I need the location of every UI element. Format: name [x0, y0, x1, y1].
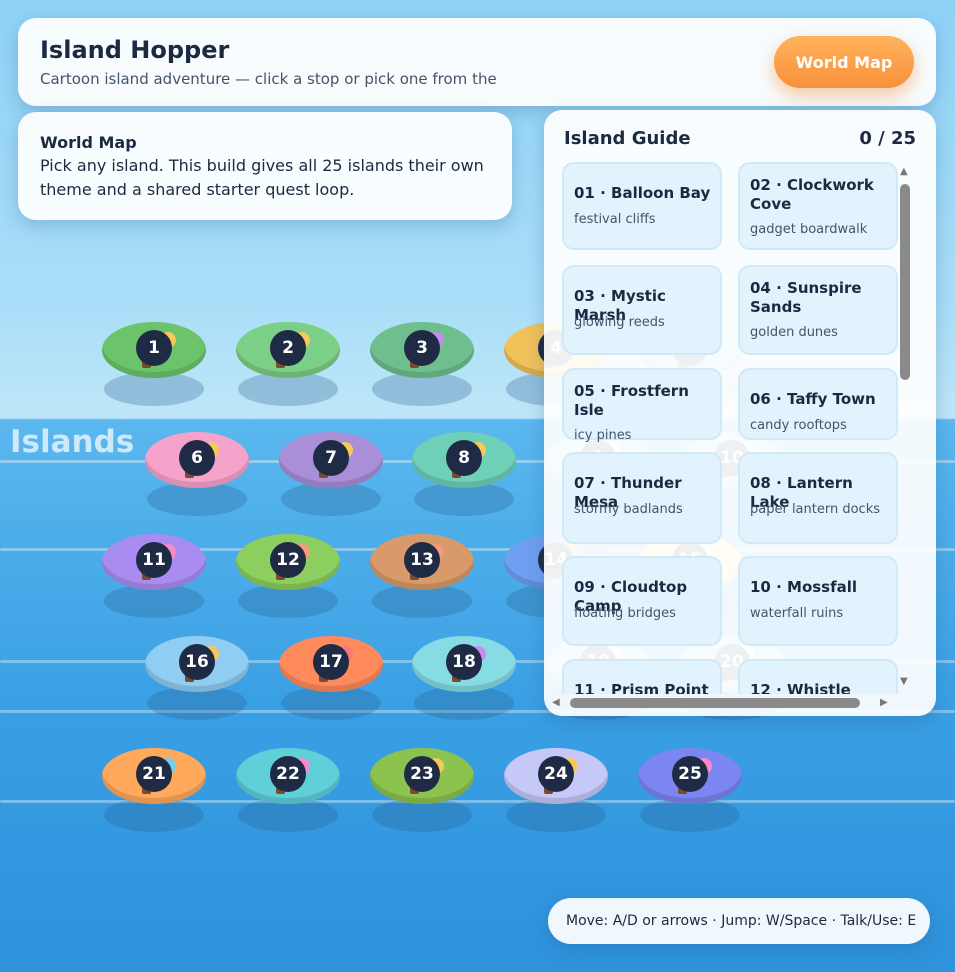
- guide-card[interactable]: 06 · Taffy Town candy rooftops: [738, 368, 898, 440]
- guide-card[interactable]: 01 · Balloon Bay festival cliffs: [562, 162, 722, 250]
- island-24[interactable]: 24: [504, 748, 614, 858]
- guide-card[interactable]: 10 · Mossfall waterfall ruins: [738, 556, 898, 646]
- guide-card-name: 04 · Sunspire Sands: [750, 279, 862, 316]
- island-number-badge: 2: [270, 330, 306, 366]
- guide-card-subtitle: golden dunes: [750, 325, 838, 340]
- vertical-scrollbar[interactable]: ▲ ▼: [900, 166, 912, 690]
- island-number-badge: 18: [446, 644, 482, 680]
- island-3[interactable]: 3: [370, 322, 480, 432]
- scroll-right-icon[interactable]: ▶: [880, 697, 888, 708]
- island-number-badge: 7: [313, 440, 349, 476]
- guide-card-subtitle: icy pines: [574, 428, 632, 443]
- island-17[interactable]: 17: [279, 636, 389, 746]
- island-12[interactable]: 12: [236, 534, 346, 644]
- guide-card-name: 01 · Balloon Bay: [574, 184, 711, 202]
- island-number-badge: 24: [538, 756, 574, 792]
- guide-card[interactable]: 05 · Frostfern Isle icy pines: [562, 368, 722, 443]
- island-22[interactable]: 22: [236, 748, 346, 858]
- map-info-description: Pick any island. This build gives all 25…: [40, 156, 484, 199]
- island-number-badge: 12: [270, 542, 306, 578]
- island-number-badge: 13: [404, 542, 440, 578]
- horizontal-scrollbar[interactable]: ◀ ▶: [552, 696, 892, 710]
- guide-card-subtitle: festival cliffs: [574, 212, 656, 227]
- guide-card-name: 12 · Whistle: [750, 681, 851, 694]
- island-2[interactable]: 2: [236, 322, 346, 432]
- island-number-badge: 1: [136, 330, 172, 366]
- world-map-button[interactable]: World Map: [774, 36, 914, 88]
- guide-card[interactable]: 11 · Prism Point: [562, 659, 722, 694]
- island-16[interactable]: 16: [145, 636, 255, 746]
- island-number-badge: 16: [179, 644, 215, 680]
- guide-card[interactable]: 12 · Whistle: [738, 659, 898, 694]
- guide-card-subtitle: glowing reeds: [574, 315, 665, 330]
- guide-card-list[interactable]: 01 · Balloon Bay festival cliffs 02 · Cloc…: [562, 162, 898, 694]
- guide-card-name: 10 · Mossfall: [750, 578, 858, 596]
- guide-card-subtitle: stormy badlands: [574, 502, 683, 517]
- island-number-badge: 23: [404, 756, 440, 792]
- island-number-badge: 21: [136, 756, 172, 792]
- guide-card-name: 07 · Thunder Mesa: [574, 474, 682, 511]
- guide-card-subtitle: gadget boardwalk: [750, 222, 868, 237]
- guide-card-name: 08 · Lantern Lake: [750, 474, 853, 511]
- island-13[interactable]: 13: [370, 534, 480, 644]
- island-25[interactable]: 25: [638, 748, 748, 858]
- guide-card-subtitle: floating bridges: [574, 606, 676, 621]
- guide-card[interactable]: 02 · Clockwork Cove gadget boardwalk: [738, 162, 898, 250]
- guide-title: Island Guide: [564, 128, 691, 149]
- guide-card-name: 06 · Taffy Town: [750, 390, 876, 408]
- guide-card-name: 02 · Clockwork Cove: [750, 176, 874, 213]
- guide-card-name: 03 · Mystic Marsh: [574, 287, 666, 324]
- wave-line: [0, 800, 955, 803]
- island-number-badge: 17: [313, 644, 349, 680]
- island-21[interactable]: 21: [102, 748, 212, 858]
- island-1[interactable]: 1: [102, 322, 212, 432]
- wave-line: [0, 710, 955, 713]
- wave-line: [0, 548, 955, 551]
- island-number-badge: 3: [404, 330, 440, 366]
- island-18[interactable]: 18: [412, 636, 522, 746]
- app-title: Island Hopper: [40, 36, 230, 64]
- controls-hint-text: Move: A/D or arrows · Jump: W/Space · Ta…: [566, 913, 917, 929]
- guide-card[interactable]: 04 · Sunspire Sands golden dunes: [738, 265, 898, 355]
- controls-hint: Move: A/D or arrows · Jump: W/Space · Ta…: [548, 898, 930, 944]
- guide-card-subtitle: waterfall ruins: [750, 606, 844, 621]
- horizontal-scroll-thumb[interactable]: [570, 698, 860, 708]
- island-number-badge: 25: [672, 756, 708, 792]
- sea-label: Islands: [10, 424, 135, 460]
- app-subtitle: Cartoon island adventure — click a stop …: [40, 70, 497, 87]
- map-info-title: World Map: [40, 133, 137, 152]
- guide-card-subtitle: candy rooftops: [750, 418, 847, 433]
- island-number-badge: 22: [270, 756, 306, 792]
- guide-card-subtitle: paper lantern docks: [750, 502, 880, 517]
- island-7[interactable]: 7: [279, 432, 389, 542]
- island-number-badge: 11: [136, 542, 172, 578]
- island-number-badge: 8: [446, 440, 482, 476]
- top-bar: Island Hopper Cartoon island adventure —…: [18, 18, 936, 106]
- scroll-left-icon[interactable]: ◀: [552, 697, 560, 708]
- island-number-badge: 6: [179, 440, 215, 476]
- guide-progress: 0 / 25: [859, 128, 916, 149]
- guide-card-name: 09 · Cloudtop Camp: [574, 578, 688, 615]
- scroll-up-icon[interactable]: ▲: [900, 166, 908, 177]
- scroll-down-icon[interactable]: ▼: [900, 676, 908, 687]
- guide-card-name: 11 · Prism Point: [574, 681, 709, 694]
- vertical-scroll-thumb[interactable]: [900, 184, 910, 380]
- island-11[interactable]: 11: [102, 534, 212, 644]
- island-8[interactable]: 8: [412, 432, 522, 542]
- island-6[interactable]: 6: [145, 432, 255, 542]
- island-guide-panel: Island Guide 0 / 25 01 · Balloon Bay fest…: [544, 110, 936, 716]
- island-23[interactable]: 23: [370, 748, 480, 858]
- guide-card-name: 05 · Frostfern Isle: [574, 382, 689, 419]
- map-info-panel: World Map Pick any island. This build gi…: [18, 112, 512, 220]
